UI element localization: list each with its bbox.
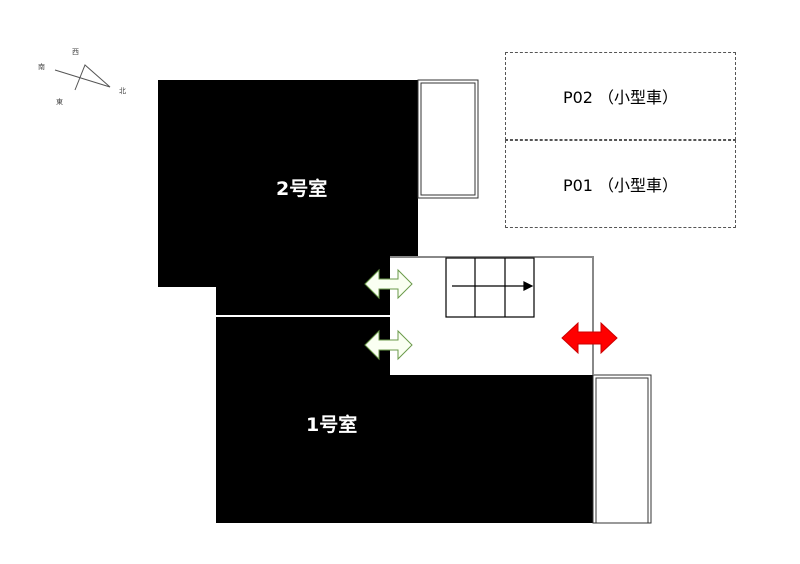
parking-p01-label: P01 （小型車） (562, 176, 679, 195)
compass-south: 南 (38, 63, 45, 71)
exit-arrow (561, 321, 618, 355)
parking-p02-label: P02 （小型車） (562, 88, 679, 107)
stairs (445, 257, 535, 318)
compass-east: 東 (56, 98, 63, 106)
compass-west: 西 (72, 48, 79, 56)
entrance-arrow-room-2 (364, 268, 413, 300)
balcony-top (417, 79, 479, 199)
compass-needle-icon (54, 64, 111, 91)
compass-north: 北 (119, 87, 126, 95)
balcony-right (592, 374, 652, 524)
parking-p02: P02 （小型車） (505, 52, 736, 140)
room-2-label: 2号室 (276, 178, 328, 200)
parking-p01: P01 （小型車） (505, 140, 736, 228)
entrance-arrow-room-1 (364, 329, 413, 361)
hallway (390, 256, 594, 375)
room-1-label: 1号室 (306, 414, 358, 436)
